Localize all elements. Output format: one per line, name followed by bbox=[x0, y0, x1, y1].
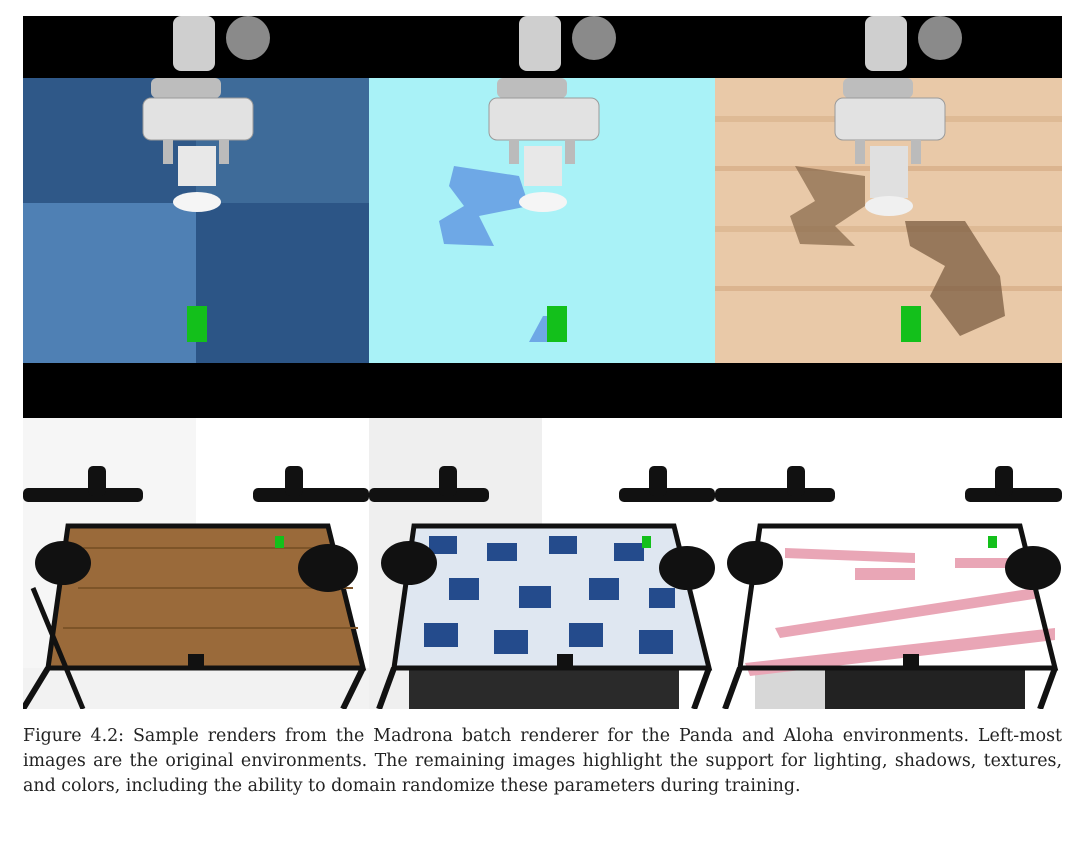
panda-arm bbox=[834, 16, 962, 216]
aloha-render-colors bbox=[715, 418, 1062, 709]
figure-caption-text: Sample renders from the Madrona batch re… bbox=[23, 726, 1062, 796]
green-cube bbox=[988, 536, 997, 548]
figure-label: Figure 4.2: bbox=[23, 726, 125, 746]
green-cube bbox=[547, 306, 567, 342]
aloha-arm bbox=[715, 466, 1062, 590]
green-cube bbox=[642, 536, 651, 548]
panda-render-texture bbox=[715, 16, 1062, 418]
aloha-arm bbox=[369, 466, 715, 590]
aloha-render-texture bbox=[369, 418, 715, 709]
panda-render-lighting bbox=[369, 16, 715, 418]
panda-arm bbox=[488, 16, 616, 212]
panda-arm bbox=[142, 16, 270, 212]
aloha-render-original bbox=[23, 418, 369, 709]
green-cube bbox=[187, 306, 207, 342]
figure-4-2 bbox=[23, 16, 1062, 709]
aloha-arm bbox=[23, 466, 369, 592]
panda-render-original bbox=[23, 16, 369, 418]
figure-caption: Figure 4.2: Sample renders from the Madr… bbox=[23, 724, 1062, 799]
green-cube bbox=[901, 306, 921, 342]
green-cube bbox=[275, 536, 284, 548]
